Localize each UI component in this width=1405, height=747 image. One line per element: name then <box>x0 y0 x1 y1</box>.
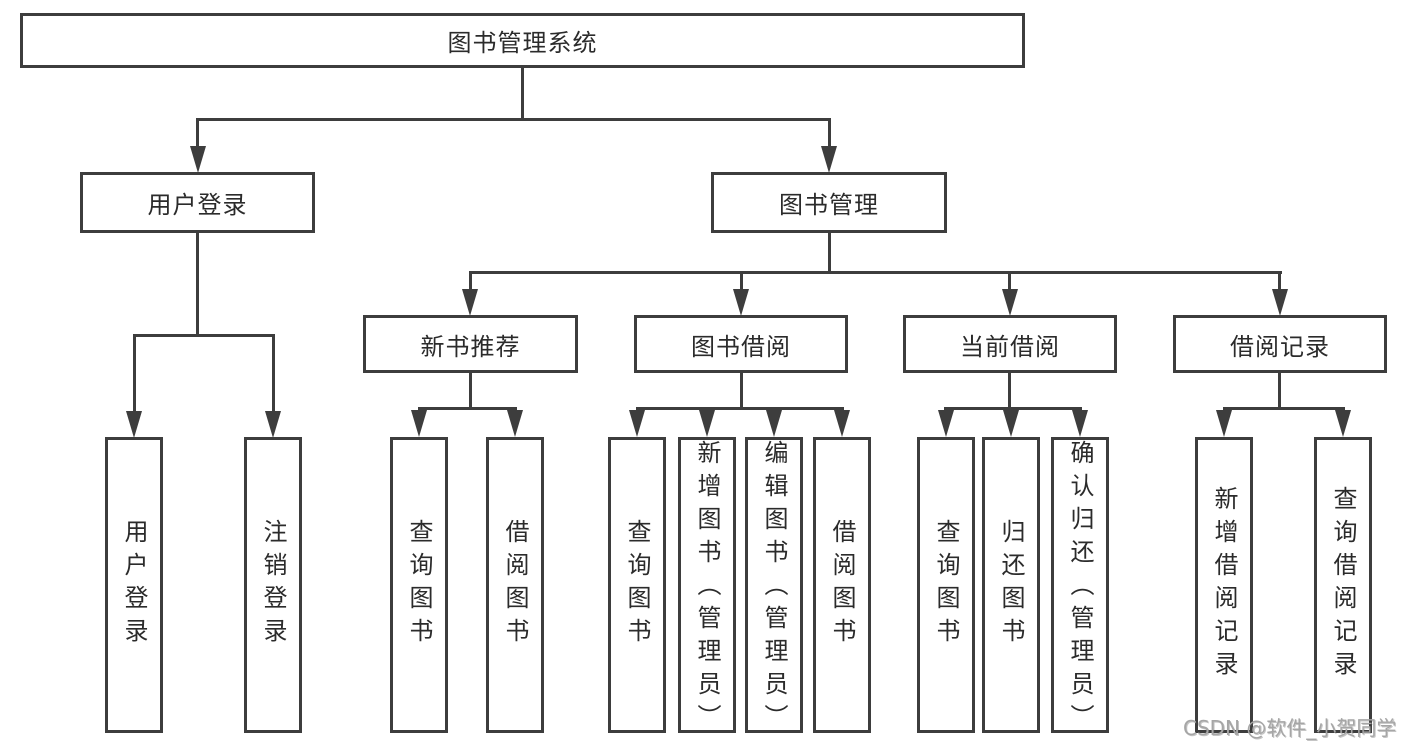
arrowhead-edit-books-admin <box>766 410 782 437</box>
arrowhead-confirm-return-admin <box>1072 410 1088 437</box>
connector-current-stem <box>1008 373 1011 410</box>
node-book-borrowing: 图书借阅 <box>634 315 848 373</box>
node-current-borrowing: 当前借阅 <box>903 315 1117 373</box>
arrowhead-return-books <box>1003 410 1019 437</box>
connector-current-rail <box>944 407 1082 410</box>
arrowhead-leaf-logout <box>265 411 281 438</box>
node-borrowing-records: 借阅记录 <box>1173 315 1387 373</box>
arrowhead-leaf-user-login <box>126 411 142 438</box>
connector-drop-book-borrowing <box>740 271 743 291</box>
arrowhead-query-books-recommend <box>411 410 427 437</box>
connector-root-stem <box>521 68 524 119</box>
leaf-label: 借阅图书 <box>501 519 529 651</box>
arrowhead-borrow-books-recommend <box>507 410 523 437</box>
node-new-book-recommendation: 新书推荐 <box>363 315 578 373</box>
node-label: 借阅记录 <box>1230 332 1330 361</box>
arrowhead-query-borrow-record <box>1335 410 1351 437</box>
arrowhead-borrowing-records <box>1272 289 1288 316</box>
leaf-label: 用户登录 <box>120 519 148 651</box>
leaf-borrow-books-under-recommend: 借阅图书 <box>486 437 544 733</box>
arrowhead-current-borrowing <box>1002 289 1018 316</box>
leaf-label: 编辑图书（管理员） <box>760 440 788 737</box>
connector-records-stem <box>1278 373 1281 410</box>
connector-drop-borrowing-records <box>1278 271 1281 291</box>
leaf-label: 新增借阅记录 <box>1210 486 1238 684</box>
arrowhead-query-books-borrow <box>629 410 645 437</box>
leaf-query-books-under-recommend: 查询图书 <box>390 437 448 733</box>
connector-borrow-stem <box>740 373 743 410</box>
leaf-edit-books-admin: 编辑图书（管理员） <box>745 437 803 737</box>
leaf-confirm-return-admin: 确认归还（管理员） <box>1051 437 1109 737</box>
connector-level2-rail <box>196 118 831 121</box>
connector-recommend-rail <box>418 407 517 410</box>
connector-level3-rail <box>469 271 1282 274</box>
arrowhead-add-borrow-record <box>1216 410 1232 437</box>
leaf-logout-login: 注销登录 <box>244 437 302 733</box>
node-label: 图书管理 <box>779 191 879 219</box>
node-label: 当前借阅 <box>960 332 1060 361</box>
connector-user-login-rail <box>133 334 275 337</box>
arrowhead-user-login <box>190 146 206 173</box>
connector-drop-leaf-user-login <box>133 334 136 411</box>
arrowhead-borrow-books-borrow <box>834 410 850 437</box>
connector-drop-current-borrowing <box>1008 271 1011 291</box>
arrowhead-new-book-recommendation <box>462 289 478 316</box>
leaf-label: 查询图书 <box>932 519 960 651</box>
node-label: 用户登录 <box>147 191 248 219</box>
leaf-label: 注销登录 <box>259 519 287 651</box>
leaf-label: 借阅图书 <box>828 519 856 651</box>
node-user-login: 用户登录 <box>80 172 315 233</box>
leaf-return-books: 归还图书 <box>982 437 1040 733</box>
leaf-add-books-admin: 新增图书（管理员） <box>678 437 736 737</box>
arrowhead-add-books-admin <box>699 410 715 437</box>
leaf-label: 归还图书 <box>997 519 1025 651</box>
connector-user-login-stem <box>196 233 199 336</box>
leaf-label: 新增图书（管理员） <box>693 440 721 737</box>
connector-borrow-rail <box>636 407 844 410</box>
arrowhead-query-books-current <box>938 410 954 437</box>
leaf-label: 查询图书 <box>623 519 651 651</box>
arrowhead-book-borrowing <box>733 289 749 316</box>
leaf-label: 查询借阅记录 <box>1329 486 1357 684</box>
leaf-query-books-under-current: 查询图书 <box>917 437 975 733</box>
node-library-management-system: 图书管理系统 <box>20 13 1025 68</box>
node-label: 图书借阅 <box>691 332 791 361</box>
leaf-query-books-under-borrow: 查询图书 <box>608 437 666 733</box>
connector-drop-user-login <box>196 118 199 148</box>
connector-book-management-stem <box>828 233 831 274</box>
arrowhead-book-management <box>821 146 837 173</box>
leaf-label: 确认归还（管理员） <box>1066 440 1094 737</box>
csdn-watermark: CSDN @软件_小贺同学 <box>1183 716 1397 740</box>
node-label: 图书管理系统 <box>447 29 598 57</box>
node-label: 新书推荐 <box>420 332 521 361</box>
leaf-add-borrow-record: 新增借阅记录 <box>1195 437 1253 733</box>
connector-recommend-stem <box>469 373 472 410</box>
leaf-borrow-books-under-borrow: 借阅图书 <box>813 437 871 733</box>
node-book-management: 图书管理 <box>711 172 947 233</box>
connector-drop-leaf-logout <box>272 334 275 411</box>
leaf-user-login: 用户登录 <box>105 437 163 733</box>
connector-drop-new-book-recommendation <box>469 271 472 291</box>
leaf-label: 查询图书 <box>405 519 433 651</box>
leaf-query-borrow-record: 查询借阅记录 <box>1314 437 1372 733</box>
connector-records-rail <box>1223 407 1345 410</box>
connector-drop-book-management <box>828 118 831 148</box>
